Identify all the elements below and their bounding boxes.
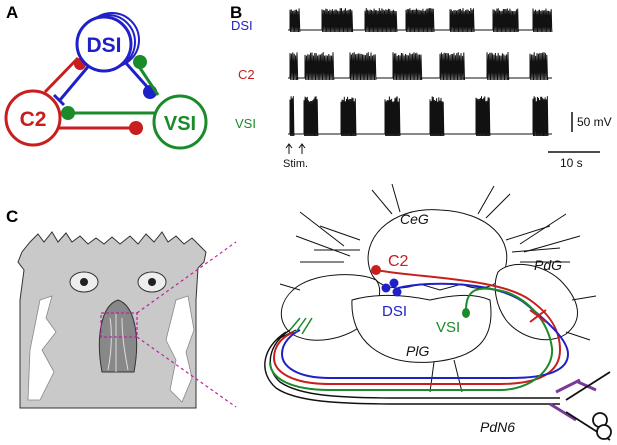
trace-dsi bbox=[288, 7, 553, 33]
c2-terminal-marker bbox=[529, 309, 547, 323]
trace-dsi-label: DSI bbox=[231, 18, 253, 33]
axon-vsi bbox=[269, 287, 554, 391]
circuit-c2-label: C2 bbox=[20, 108, 47, 131]
anatomy-vsi-label: VSI bbox=[436, 319, 460, 336]
synapse-dsi-to-c2-inhibitory bbox=[52, 61, 94, 107]
c2-cell: C2 bbox=[4, 89, 62, 147]
trace-vsi bbox=[288, 96, 552, 137]
panel-c-label: C bbox=[6, 207, 18, 226]
cpg-circuit-diagram: DSI C2 VSI bbox=[4, 12, 208, 150]
voltage-scale-label: 50 mV bbox=[577, 115, 612, 129]
tritonia-head-illustration bbox=[17, 231, 207, 409]
panel-b-label: B bbox=[230, 3, 242, 22]
zoom-line-top bbox=[136, 241, 237, 314]
synapse-vsi-to-c2 bbox=[60, 106, 155, 120]
time-scale-bar: 10 s bbox=[548, 151, 600, 170]
vsi-cell: VSI bbox=[152, 94, 208, 150]
trace-c2 bbox=[288, 51, 552, 81]
anatomy-c2-label: C2 bbox=[388, 253, 409, 270]
scissors-icon bbox=[565, 371, 612, 441]
voltage-scale-bar: 50 mV bbox=[571, 112, 612, 132]
circuit-dsi-label: DSI bbox=[86, 34, 121, 57]
anatomy-ceg-label: CeG bbox=[400, 211, 429, 227]
axon-c2 bbox=[272, 265, 562, 385]
zoom-line-bottom bbox=[136, 336, 237, 408]
circuit-vsi-label: VSI bbox=[164, 113, 196, 135]
time-scale-label: 10 s bbox=[560, 156, 583, 170]
neuron-cluster-markers bbox=[289, 317, 313, 335]
nerve-bundle bbox=[264, 329, 560, 405]
anatomy-pdg-label: PdG bbox=[534, 257, 562, 273]
synapse-vsi-to-dsi bbox=[133, 55, 160, 96]
anatomy-plg-label: PlG bbox=[406, 343, 429, 359]
stimulus-markers: Stim. bbox=[283, 143, 308, 170]
anatomy-dsi-label: DSI bbox=[382, 303, 407, 320]
trace-c2-label: C2 bbox=[238, 67, 255, 82]
synapse-c2-to-vsi bbox=[55, 121, 143, 135]
anatomy-pdn6-label: PdN6 bbox=[480, 419, 515, 435]
brain-ganglia-outline bbox=[275, 183, 597, 393]
stim-label: Stim. bbox=[283, 158, 308, 170]
dsi-cell: DSI bbox=[75, 12, 140, 73]
panel-a-label: A bbox=[6, 3, 18, 22]
trace-vsi-label: VSI bbox=[235, 116, 256, 131]
